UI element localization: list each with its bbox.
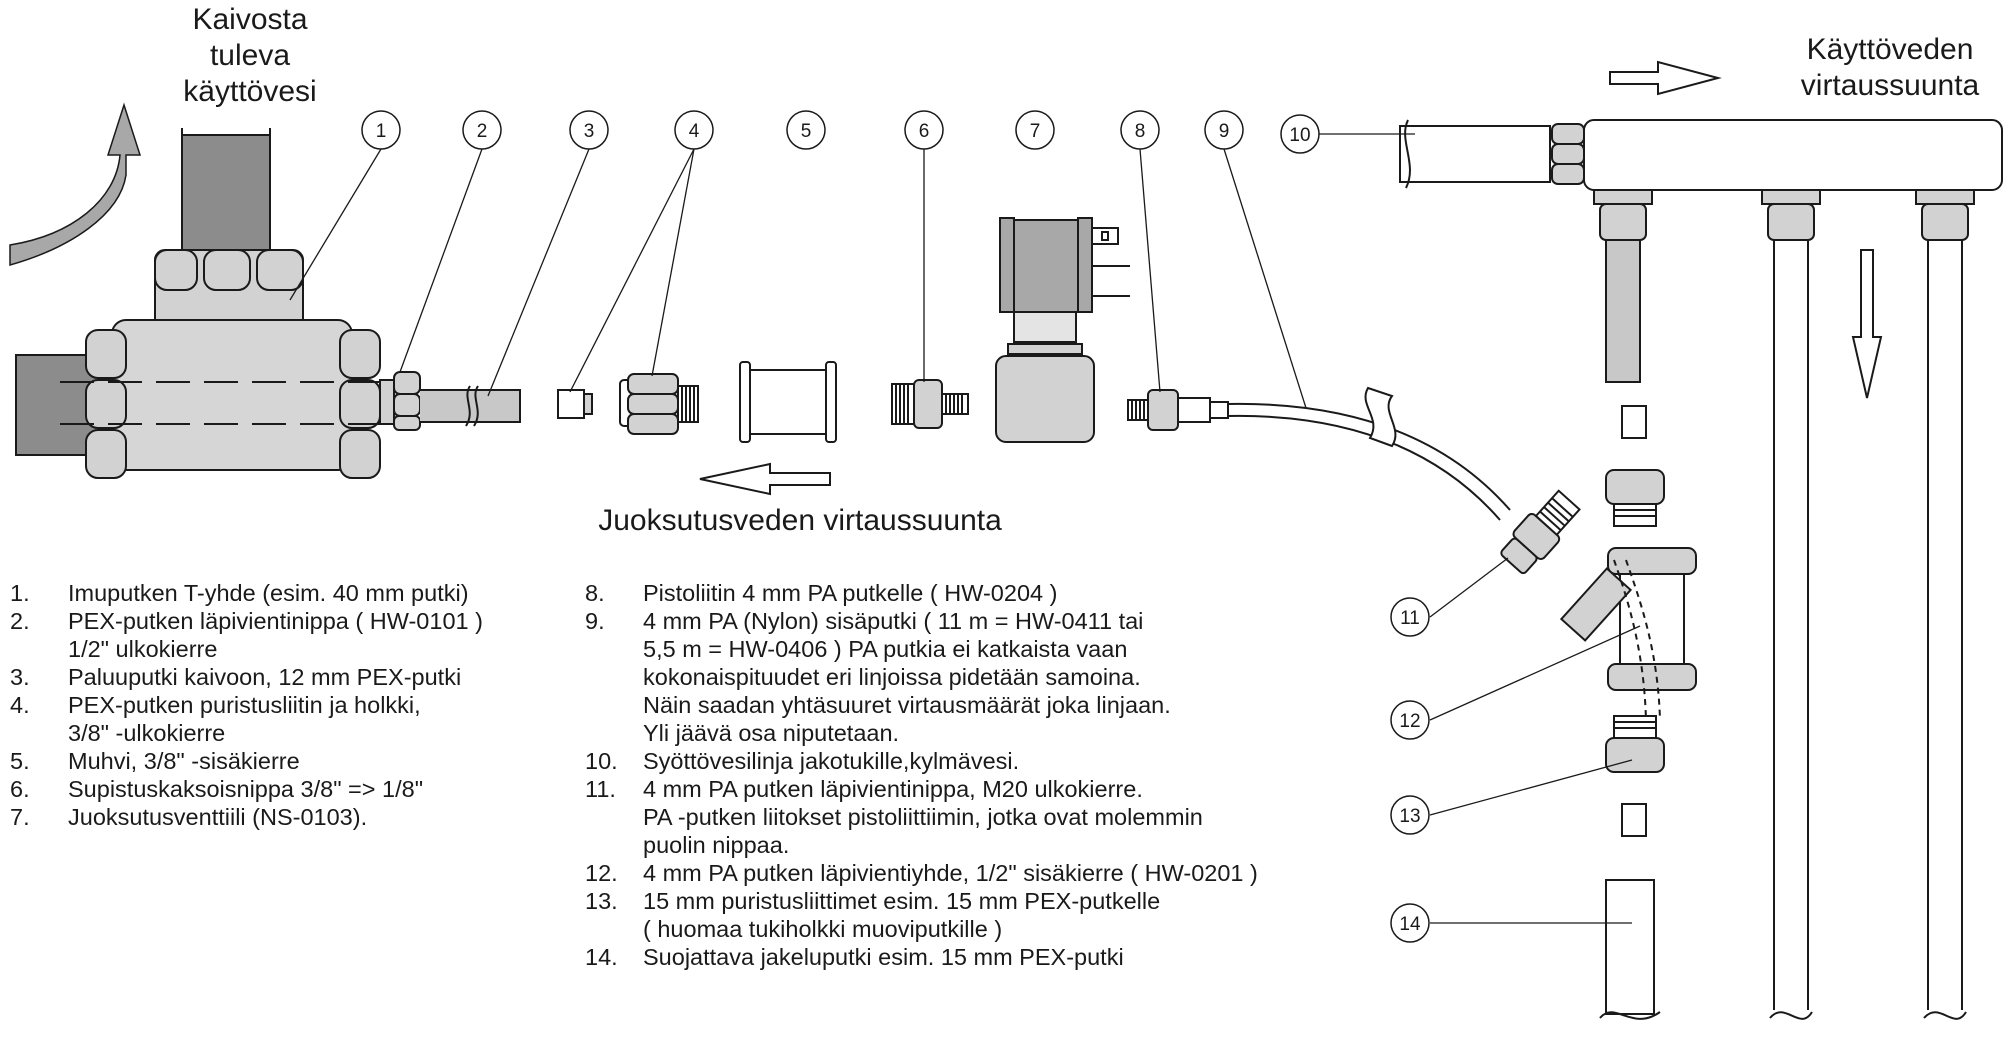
- callout-number: 3: [584, 121, 595, 142]
- push-in-connector: [1127, 389, 1229, 431]
- callout-number: 12: [1399, 711, 1420, 732]
- legend-item-text: Syöttövesilinja jakotukille,kylmävesi.: [643, 748, 1020, 774]
- legend-item-text: 4 mm PA (Nylon) sisäputki ( 11 m = HW-04…: [643, 608, 1144, 634]
- service-flow-title: Käyttöveden virtaussuunta: [1770, 32, 2010, 104]
- callout-numbers: 1 2 3 4 5 6 7 8 9 10 11 12 13 14: [376, 121, 1421, 935]
- return-pipe-to-well: [420, 385, 521, 427]
- legend-item-text: Juoksutusventtiili (NS-0103).: [68, 804, 368, 830]
- leader-lines: [289, 133, 1641, 924]
- legend-item: 14. Suojattava jakeluputki esim. 15 mm PE…: [585, 943, 1385, 971]
- legend-item-number: 8.: [585, 580, 605, 606]
- legend-item-text: 1/2" ulkokierre: [68, 636, 218, 662]
- legend-item: 10. Syöttövesilinja jakotukille,kylmävesi…: [585, 747, 1385, 775]
- legend-item-text: Imuputken T-yhde (esim. 40 mm putki): [68, 580, 469, 606]
- legend-item-number: 1.: [10, 580, 30, 606]
- callout-number: 14: [1399, 914, 1421, 935]
- legend-item: 3. Paluuputki kaivoon, 12 mm PEX-putki: [10, 663, 590, 691]
- pa-pass-through-t-fitting: [1559, 547, 1697, 721]
- drain-flow-left-arrow-icon: [699, 462, 831, 496]
- well-water-title-line: Kaivosta: [192, 3, 308, 36]
- callout-number: 6: [919, 121, 930, 142]
- legend-item-number: 12.: [585, 860, 618, 886]
- legend-item-text: 5,5 m = HW-0406 ) PA putkia ei katkaista…: [643, 636, 1128, 662]
- legend-item-text: 3/8" -ulkokierre: [68, 720, 226, 746]
- legend-item-number: 7.: [10, 804, 30, 830]
- legend-item-text: Muhvi, 3/8" -sisäkierre: [68, 748, 300, 774]
- socket-coupling: [739, 361, 837, 443]
- parts-legend-left: 1.Imuputken T-yhde (esim. 40 mm putki)2.…: [10, 579, 590, 831]
- callout-number: 7: [1030, 121, 1041, 142]
- service-flow-right-arrow-icon: [1609, 60, 1722, 96]
- legend-item-text: ( huomaa tukiholkki muoviputkille ): [643, 916, 1003, 942]
- legend-item-text: Yli jäävä osa niputetaan.: [643, 720, 900, 746]
- legend-item-text: Pistoliitin 4 mm PA putkelle ( HW-0204 ): [643, 580, 1058, 606]
- legend-item-number: 2.: [10, 608, 30, 634]
- callout-number: 8: [1135, 121, 1146, 142]
- legend-item-text: Suojattava jakeluputki esim. 15 mm PEX-p…: [643, 944, 1124, 970]
- well-water-title-line: käyttövesi: [183, 75, 317, 108]
- legend-item-number: 11.: [585, 776, 616, 802]
- legend-item-text: puolin nippaa.: [643, 832, 790, 858]
- pa-pass-through-nipple-m20: [1500, 489, 1581, 575]
- legend-item: 6. Supistuskaksoisnippa 3/8" => 1/8": [10, 775, 590, 803]
- legend-item-text: Supistuskaksoisnippa 3/8" => 1/8": [68, 776, 424, 802]
- callout-number: 1: [376, 121, 387, 142]
- compression-fitting-and-sleeve: [557, 373, 699, 435]
- drain-flow-title: Juoksutusveden virtaussuunta: [560, 503, 1040, 539]
- legend-item-text: Paluuputki kaivoon, 12 mm PEX-putki: [68, 664, 462, 690]
- legend-item-text: Näin saadan yhtäsuuret virtausmäärät jok…: [643, 692, 1171, 718]
- drain-flow-title-text: Juoksutusveden virtaussuunta: [598, 504, 1002, 537]
- legend-item-text: 15 mm puristusliittimet esim. 15 mm PEX-…: [643, 888, 1161, 914]
- pa-inner-tube: [1227, 386, 1511, 521]
- protected-distribution-pipe: [1599, 879, 1661, 1020]
- service-flow-title-line: virtaussuunta: [1800, 69, 1980, 102]
- legend-item-number: 6.: [10, 776, 30, 802]
- parts-legend-right: 8. Pistoliitin 4 mm PA putkelle ( HW-0204…: [585, 579, 1385, 971]
- callout-number: 13: [1399, 806, 1420, 827]
- legend-item-number: 14.: [585, 944, 618, 970]
- well-water-title: Kaivosta tuleva käyttövesi: [130, 2, 370, 110]
- legend-item-text: 4 mm PA putken läpivientinippa, M20 ulko…: [643, 776, 1143, 802]
- callout-number: 5: [801, 121, 812, 142]
- legend-item-number: 3.: [10, 664, 30, 690]
- legend-item-number: 9.: [585, 608, 605, 634]
- legend-item-number: 13.: [585, 888, 618, 914]
- callout-number: 2: [477, 121, 488, 142]
- legend-item: 11. 4 mm PA putken läpivientinippa, M20 u…: [585, 775, 1385, 859]
- legend-item-text: PEX-putken puristusliitin ja holkki,: [68, 692, 421, 718]
- reducing-double-nipple: [891, 379, 969, 429]
- service-flow-down-arrow-icon: [1851, 249, 1883, 399]
- suction-pipe-t-fitting: [15, 128, 420, 479]
- legend-item: 12. 4 mm PA putken läpivientiyhde, 1/2" s…: [585, 859, 1385, 887]
- legend-item: 8. Pistoliitin 4 mm PA putkelle ( HW-0204…: [585, 579, 1385, 607]
- legend-item-text: PA -putken liitokset pistoliittiimin, jo…: [643, 804, 1203, 830]
- callout-number: 9: [1219, 121, 1230, 142]
- callout-circles: [361, 110, 1430, 943]
- legend-item: 4. PEX-putken puristusliitin ja holkki,3/…: [10, 691, 590, 747]
- legend-item: 7. Juoksutusventtiili (NS-0103).: [10, 803, 590, 831]
- legend-item: 5. Muhvi, 3/8" -sisäkierre: [10, 747, 590, 775]
- legend-item-text: PEX-putken läpivientinippa ( HW-0101 ): [68, 608, 483, 634]
- legend-item: 1. Imuputken T-yhde (esim. 40 mm putki): [10, 579, 590, 607]
- drain-solenoid-valve: [995, 217, 1130, 443]
- feed-water-line-and-manifold: [1399, 119, 2003, 1020]
- callout-number: 11: [1400, 608, 1420, 629]
- callout-number: 10: [1289, 125, 1310, 146]
- pex-compression-fittings: [1605, 405, 1665, 837]
- legend-item-number: 10.: [585, 748, 618, 774]
- callout-number: 4: [689, 121, 700, 142]
- legend-item: 13. 15 mm puristusliittimet esim. 15 mm P…: [585, 887, 1385, 943]
- pex-pass-through-nipple: [379, 371, 421, 431]
- legend-item: 9. 4 mm PA (Nylon) sisäputki ( 11 m = HW-…: [585, 607, 1385, 747]
- legend-item-text: kokonaispituudet eri linjoissa pidetään …: [643, 664, 1141, 690]
- well-water-curved-arrow-icon: [9, 102, 142, 266]
- service-flow-title-line: Käyttöveden: [1806, 33, 1974, 66]
- legend-item-number: 5.: [10, 748, 30, 774]
- well-water-title-line: tuleva: [209, 39, 291, 72]
- legend-item-number: 4.: [10, 692, 30, 718]
- legend-item-text: 4 mm PA putken läpivientiyhde, 1/2" sisä…: [643, 860, 1258, 886]
- legend-item: 2. PEX-putken läpivientinippa ( HW-0101 )…: [10, 607, 590, 663]
